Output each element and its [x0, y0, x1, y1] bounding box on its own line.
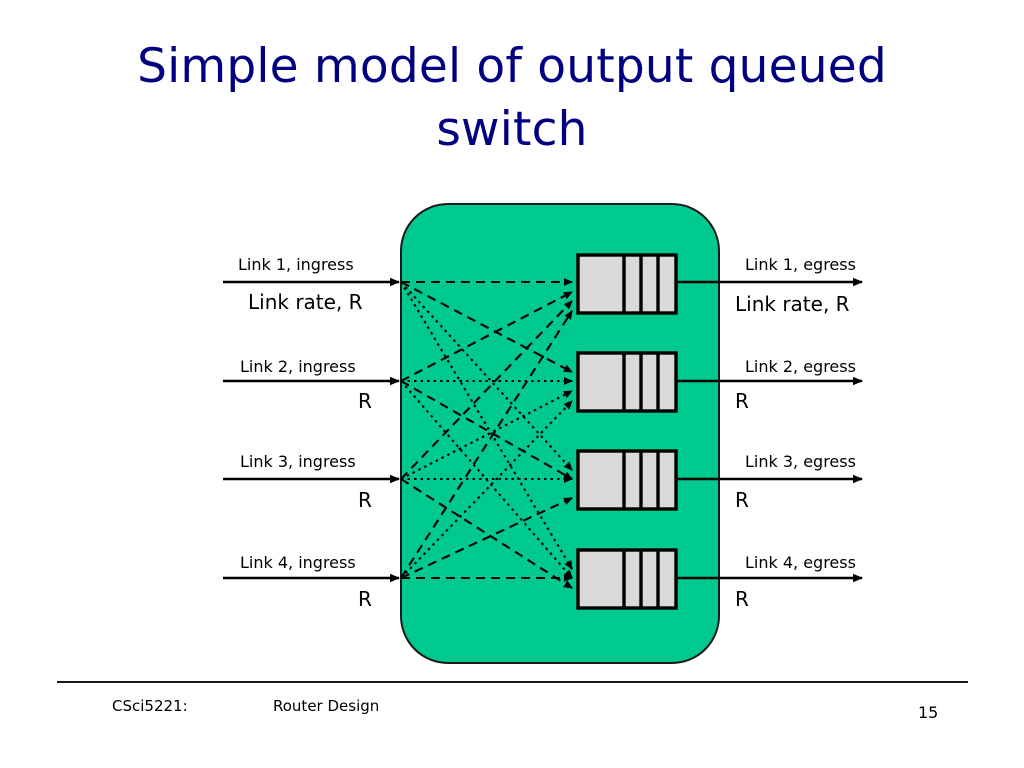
xbar-link-1-2: [400, 281, 573, 373]
footer-topic: Router Design: [273, 697, 380, 715]
egress-label-2: Link 2, egress: [745, 357, 856, 376]
egress-label-3: Link 3, egress: [745, 452, 856, 471]
output-queue-1: [576, 253, 678, 315]
egress-label-4: Link 4, egress: [745, 553, 856, 572]
ingress-arrows: [223, 277, 400, 583]
output-queue-4: [576, 548, 678, 610]
egress-rate-1: Link rate, R: [735, 292, 850, 316]
crossbar-interconnect: [400, 278, 573, 589]
ingress-rate-4: R: [358, 587, 372, 611]
output-queue-3: [576, 449, 678, 511]
footer-divider: [57, 681, 968, 683]
footer-page-number: 15: [918, 703, 939, 722]
ingress-rate-2: R: [358, 389, 372, 413]
egress-arrows: [676, 277, 863, 583]
ingress-label-4: Link 4, ingress: [240, 553, 356, 572]
xbar-link-2-3: [400, 380, 573, 480]
xbar-link-4-1: [400, 310, 573, 579]
page-title: Simple model of output queued switch: [137, 39, 887, 157]
egress-rate-4: R: [735, 587, 749, 611]
xbar-link-2-1: [400, 291, 573, 382]
xbar-link-3-1: [400, 300, 573, 480]
xbar-link-3-4: [400, 478, 573, 589]
egress-label-1: Link 1, egress: [745, 255, 856, 274]
xbar-link-4-3: [400, 497, 573, 579]
egress-rate-2: R: [735, 389, 749, 413]
ingress-label-2: Link 2, ingress: [240, 357, 356, 376]
switch-fabric-body: [400, 203, 720, 664]
ingress-label-3: Link 3, ingress: [240, 452, 356, 471]
ingress-label-1: Link 1, ingress: [238, 255, 354, 274]
output-queue-2: [576, 351, 678, 413]
footer-course-code: CSci5221:: [112, 697, 188, 715]
xbar-link-4-2: [400, 400, 573, 579]
ingress-rate-3: R: [358, 488, 372, 512]
ingress-rate-1: Link rate, R: [248, 290, 363, 314]
egress-rate-3: R: [735, 488, 749, 512]
